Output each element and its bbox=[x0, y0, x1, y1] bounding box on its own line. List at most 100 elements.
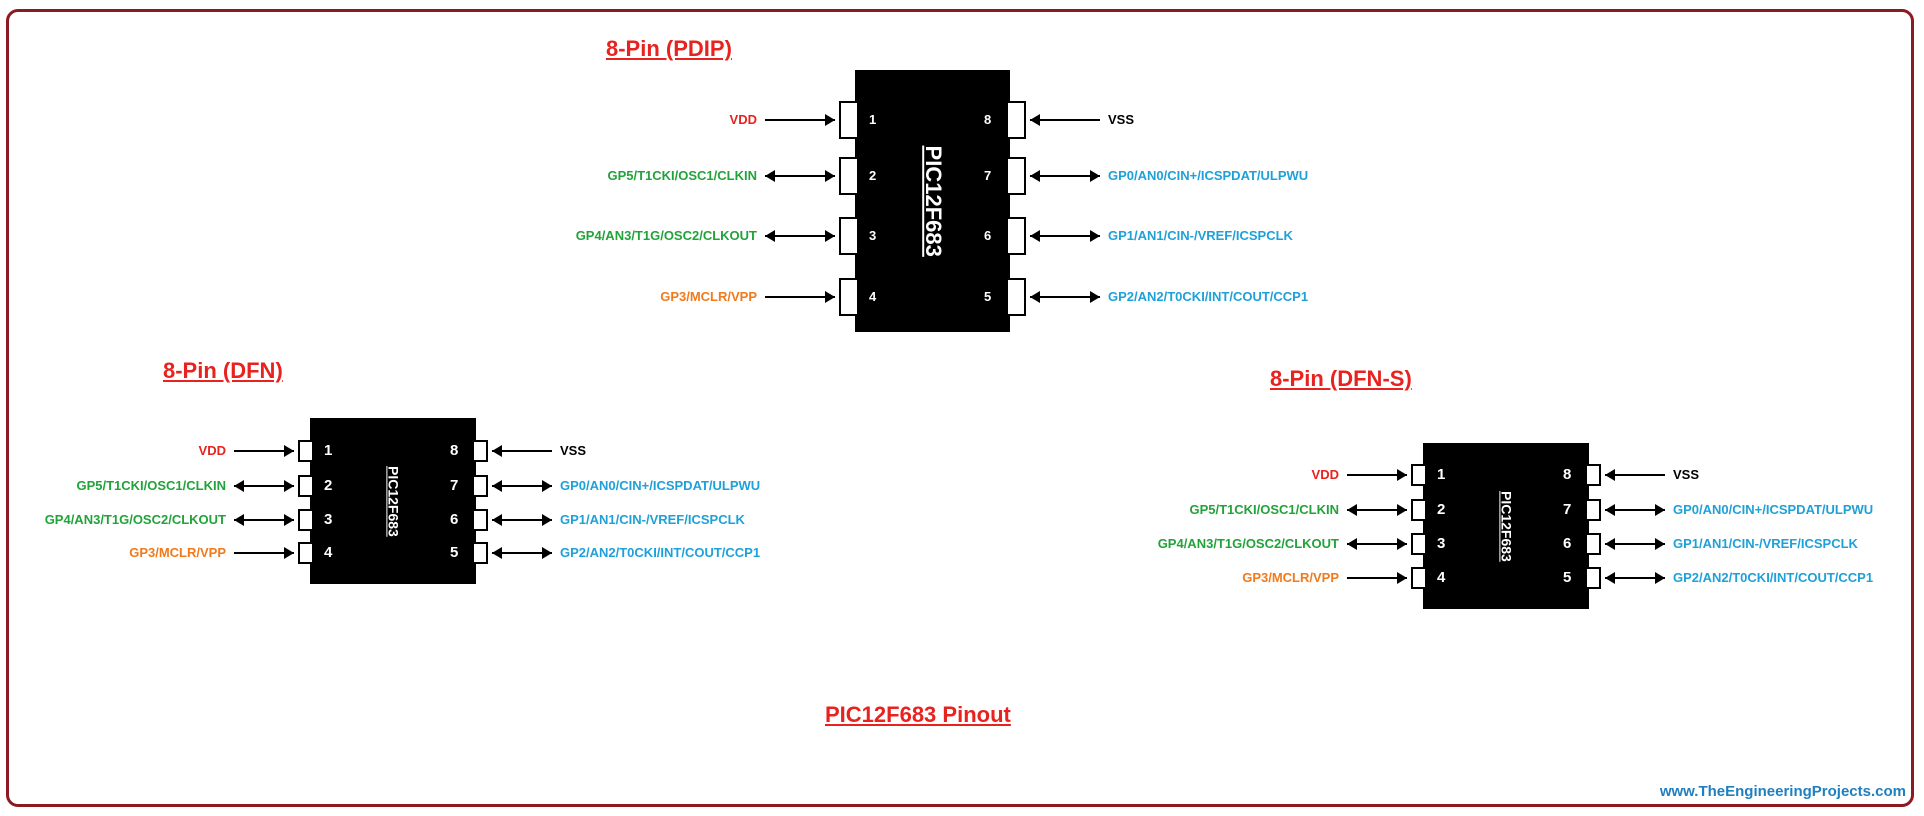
package-dfns-arrow-2-tail bbox=[1347, 504, 1357, 516]
package-dfns-pin-label-3: GP4/AN3/T1G/OSC2/CLKOUT bbox=[1157, 535, 1339, 551]
package-pdip-pin-number-8: 8 bbox=[984, 112, 992, 128]
package-dfns-arrow-5 bbox=[1605, 577, 1665, 579]
package-dfns-arrow-5-head bbox=[1655, 572, 1665, 584]
package-pdip-arrow-3-tail bbox=[765, 230, 775, 242]
package-dfns-pin-number-2: 2 bbox=[1437, 501, 1446, 518]
package-pdip-arrow-6-head bbox=[1090, 230, 1100, 242]
package-dfn-arrow-7-head bbox=[542, 480, 552, 492]
package-dfn-arrow-1 bbox=[234, 450, 294, 452]
package-dfns-arrow-2 bbox=[1347, 509, 1407, 511]
package-dfns-pin-1 bbox=[1411, 464, 1425, 486]
package-dfns-pin-number-7: 7 bbox=[1563, 501, 1572, 518]
package-pdip-pin-7 bbox=[1008, 157, 1026, 195]
package-dfns-arrow-6-head bbox=[1655, 538, 1665, 550]
package-dfns-arrow-7-head bbox=[1655, 504, 1665, 516]
package-pdip-pin-label-1: VDD bbox=[729, 111, 757, 127]
package-dfn-arrow-3-tail bbox=[234, 514, 244, 526]
package-dfn-heading: 8-Pin (DFN) bbox=[163, 358, 283, 383]
package-pdip-arrow-5-tail bbox=[1030, 291, 1040, 303]
package-dfn-arrow-6 bbox=[492, 519, 552, 521]
package-dfn-arrow-3 bbox=[234, 519, 294, 521]
package-dfns-pin-number-4: 4 bbox=[1437, 569, 1446, 586]
package-dfn-pin-number-4: 4 bbox=[324, 544, 333, 561]
package-dfn-pin-2 bbox=[298, 475, 312, 497]
package-dfns-arrow-4-head bbox=[1397, 572, 1407, 584]
package-dfn-arrow-3-head bbox=[284, 514, 294, 526]
package-dfn-pin-label-7: GP0/AN0/CIN+/ICSPDAT/ULPWU bbox=[560, 477, 761, 493]
package-dfns-arrow-3-tail bbox=[1347, 538, 1357, 550]
package-dfns-pin-label-7: GP0/AN0/CIN+/ICSPDAT/ULPWU bbox=[1673, 501, 1874, 517]
package-dfns-pin-4 bbox=[1411, 567, 1425, 589]
package-dfns-pin-label-2: GP5/T1CKI/OSC1/CLKIN bbox=[1189, 501, 1339, 517]
package-pdip-pin-label-7: GP0/AN0/CIN+/ICSPDAT/ULPWU bbox=[1108, 167, 1309, 183]
package-pdip-arrow-3-head bbox=[825, 230, 835, 242]
package-dfn-arrow-5-tail bbox=[492, 547, 502, 559]
package-dfn-pin-label-1: VDD bbox=[198, 442, 226, 458]
package-dfn-pin-1 bbox=[298, 440, 312, 462]
package-dfns-arrow-7 bbox=[1605, 509, 1665, 511]
package-pdip-pin-number-4: 4 bbox=[869, 289, 877, 305]
package-pdip-pin-number-2: 2 bbox=[869, 168, 877, 184]
package-pdip-arrow-8-tail bbox=[1030, 114, 1040, 126]
package-pdip-pin-label-4: GP3/MCLR/VPP bbox=[660, 288, 757, 304]
package-dfns-pin-number-1: 1 bbox=[1437, 466, 1446, 483]
package-dfn-pin-7 bbox=[474, 475, 488, 497]
package-pdip-pin-number-6: 6 bbox=[984, 228, 992, 244]
package-dfn-chip-body bbox=[310, 418, 476, 584]
package-pdip-arrow-4 bbox=[765, 296, 835, 298]
package-dfns-arrow-3 bbox=[1347, 543, 1407, 545]
package-dfns-heading: 8-Pin (DFN-S) bbox=[1270, 366, 1412, 391]
package-dfns-chip-body bbox=[1423, 443, 1589, 609]
package-dfns-pin-label-4: GP3/MCLR/VPP bbox=[1242, 569, 1339, 585]
package-pdip-arrow-5-head bbox=[1090, 291, 1100, 303]
package-dfns-pin-number-8: 8 bbox=[1563, 466, 1572, 483]
package-pdip-chip-label: PIC12F683 bbox=[920, 145, 946, 257]
package-dfns-pin-number-6: 6 bbox=[1563, 535, 1572, 552]
package-pdip-pin-number-7: 7 bbox=[984, 168, 992, 184]
package-dfn-pin-3 bbox=[298, 509, 312, 531]
package-dfn-pin-number-2: 2 bbox=[324, 477, 333, 494]
package-pdip-arrow-4-head bbox=[825, 291, 835, 303]
package-pdip-pin-label-2: GP5/T1CKI/OSC1/CLKIN bbox=[607, 167, 757, 183]
diagram-title: PIC12F683 Pinout bbox=[825, 702, 1011, 727]
package-pdip-arrow-1 bbox=[765, 119, 835, 121]
package-dfns-arrow-6-tail bbox=[1605, 538, 1615, 550]
package-pdip-pin-3 bbox=[839, 217, 857, 255]
package-dfn-pin-number-1: 1 bbox=[324, 442, 333, 459]
package-dfn-arrow-4 bbox=[234, 552, 294, 554]
package-dfns-pin-label-1: VDD bbox=[1311, 466, 1339, 482]
package-dfn-pin-6 bbox=[474, 509, 488, 531]
package-dfns-arrow-8-tail bbox=[1605, 469, 1615, 481]
package-dfns-pin-number-5: 5 bbox=[1563, 569, 1572, 586]
package-dfn-arrow-5-head bbox=[542, 547, 552, 559]
package-pdip-pin-8 bbox=[1008, 101, 1026, 139]
package-dfn-arrow-1-head bbox=[284, 445, 294, 457]
package-pdip-arrow-2-head bbox=[825, 170, 835, 182]
package-pdip-pin-label-3: GP4/AN3/T1G/OSC2/CLKOUT bbox=[575, 227, 757, 243]
package-dfns-chip-label: PIC12F683 bbox=[1498, 490, 1515, 562]
package-dfns-arrow-7-tail bbox=[1605, 504, 1615, 516]
package-dfn-arrow-2-head bbox=[284, 480, 294, 492]
package-pdip-pin-1 bbox=[839, 101, 857, 139]
package-pdip-chip-body bbox=[855, 70, 1010, 332]
package-dfn-arrow-7-tail bbox=[492, 480, 502, 492]
package-pdip-pin-number-1: 1 bbox=[869, 112, 877, 128]
package-dfns-pin-8 bbox=[1587, 464, 1601, 486]
package-dfns-pin-2 bbox=[1411, 499, 1425, 521]
package-dfns-arrow-3-head bbox=[1397, 538, 1407, 550]
package-dfn-pin-number-7: 7 bbox=[450, 477, 459, 494]
footer-url[interactable]: www.TheEngineeringProjects.com bbox=[1659, 783, 1906, 800]
package-dfn-pin-label-6: GP1/AN1/CIN-/VREF/ICSPCLK bbox=[560, 511, 745, 527]
package-dfn-arrow-6-head bbox=[542, 514, 552, 526]
package-dfns-pin-label-6: GP1/AN1/CIN-/VREF/ICSPCLK bbox=[1673, 535, 1858, 551]
package-pdip-arrow-6 bbox=[1030, 235, 1100, 237]
package-dfn-arrow-8-tail bbox=[492, 445, 502, 457]
package-dfn-arrow-8 bbox=[492, 450, 552, 452]
package-dfns-pin-7 bbox=[1587, 499, 1601, 521]
package-pdip-arrow-1-head bbox=[825, 114, 835, 126]
package-dfns-pin-label-5: GP2/AN2/T0CKI/INT/COUT/CCP1 bbox=[1673, 569, 1874, 585]
package-pdip-pin-4 bbox=[839, 278, 857, 316]
package-dfn-pin-8 bbox=[474, 440, 488, 462]
package-dfns-arrow-4 bbox=[1347, 577, 1407, 579]
package-pdip-arrow-6-tail bbox=[1030, 230, 1040, 242]
